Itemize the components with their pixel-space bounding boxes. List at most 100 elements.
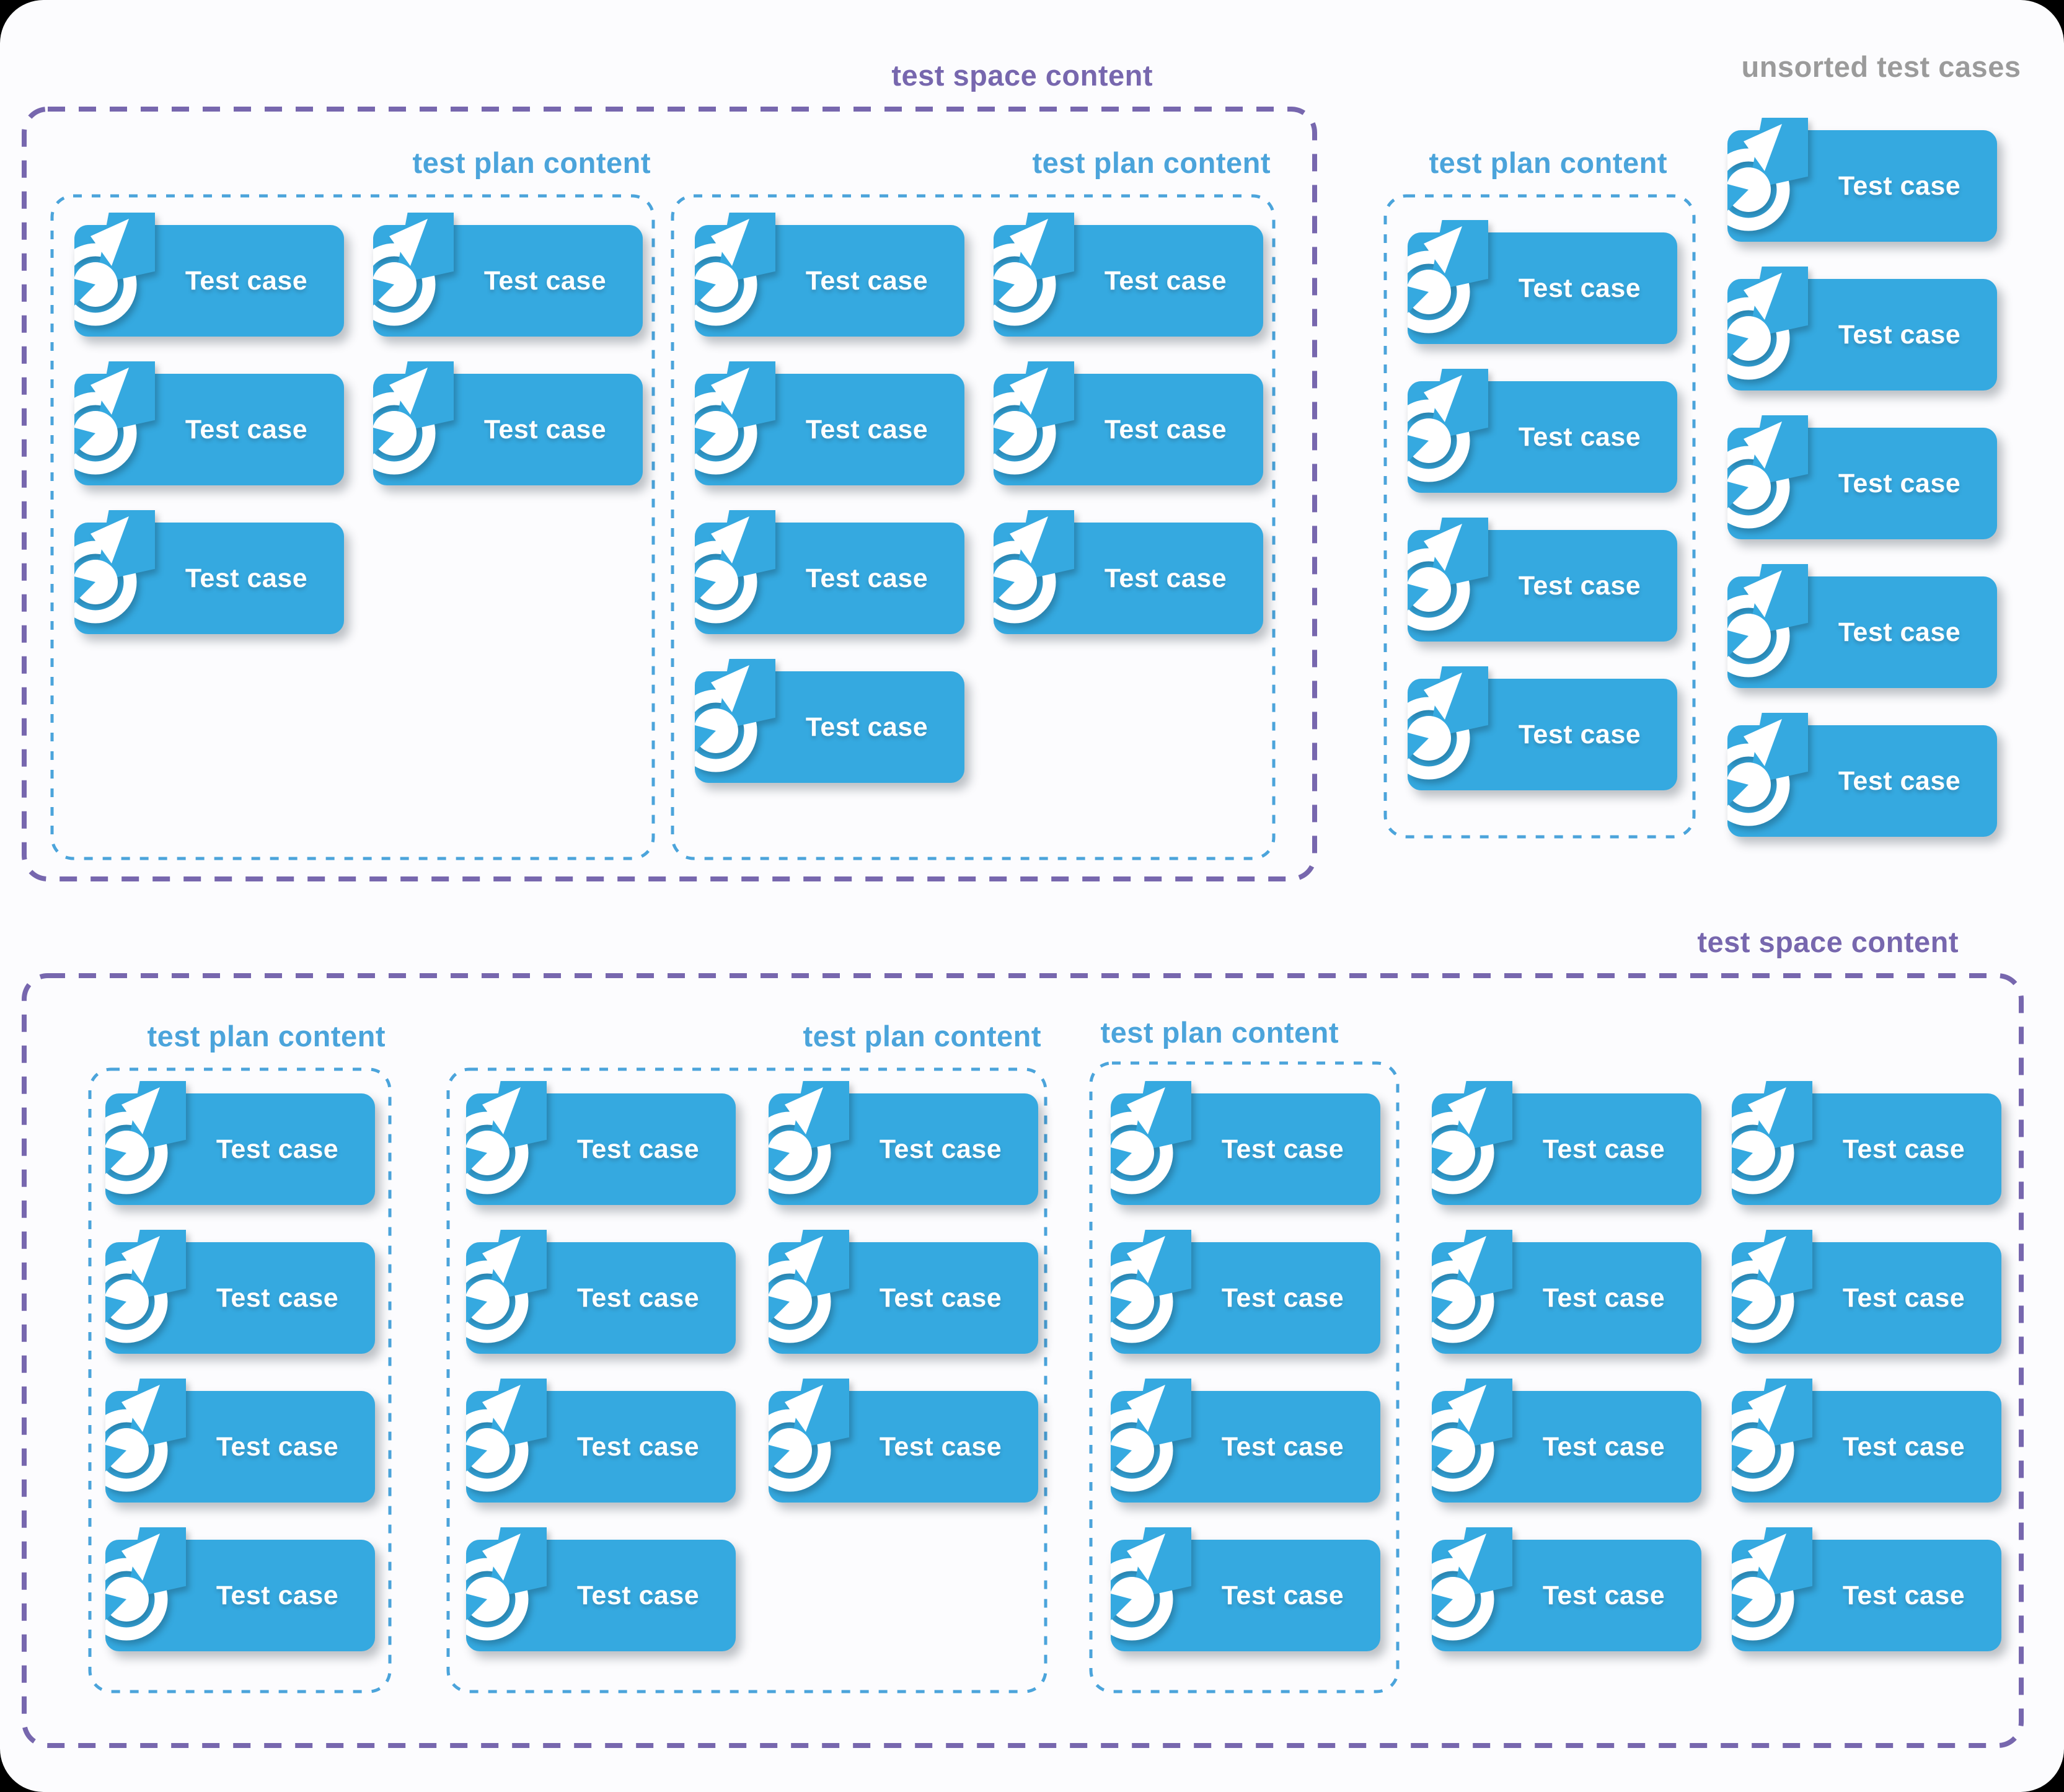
card-column-plan-b-1: Test case Test case [695,213,964,783]
card-column-standalone-plan: Test case Test case [1408,220,1677,790]
stopwatch-retest-icon [74,510,155,624]
card-column-plan-b-2: Test case Test case [994,213,1263,634]
top-plan-a-border [50,194,655,860]
unsorted-test-cases-label: unsorted test cases [1741,50,2021,83]
card-column-plan-c: Test case Test case [105,1081,375,1651]
stopwatch-retest-icon [373,361,454,475]
test-case-label: Test case [879,1282,1002,1313]
stopwatch-retest-icon [1432,1527,1512,1641]
test-case-card: Test case [1727,713,1997,837]
stopwatch-retest-icon [1732,1527,1812,1641]
test-case-label: Test case [216,1580,339,1610]
stopwatch-retest-icon [1727,118,1808,231]
card-column-unsorted: Test case Test case [1727,118,1997,837]
test-case-label: Test case [1842,1282,1965,1313]
test-case-card: Test case [1408,369,1677,493]
test-case-card: Test case [1111,1527,1380,1651]
card-column-plan-d-2: Test case Test case [769,1081,1038,1503]
bottom-plan-d-label: test plan content [803,1020,1041,1053]
card-column-plan-e: Test case Test case [1111,1081,1380,1651]
test-case-card: Test case [1111,1379,1380,1503]
test-case-label: Test case [1518,273,1641,303]
test-case-card: Test case [1408,518,1677,642]
test-case-card: Test case [1727,564,1997,688]
test-case-card: Test case [1727,267,1997,391]
stopwatch-retest-icon [695,213,775,326]
stopwatch-retest-icon [1111,1379,1191,1492]
stopwatch-retest-icon [105,1379,186,1492]
test-case-label: Test case [1221,1134,1344,1164]
test-case-card: Test case [466,1527,736,1651]
stopwatch-retest-icon [105,1230,186,1343]
test-case-label: Test case [1838,170,1961,201]
test-case-card: Test case [105,1527,375,1651]
test-case-label: Test case [1104,563,1227,593]
card-column-space-loose-1: Test case Test case [1432,1081,1701,1651]
test-case-card: Test case [695,213,964,337]
stopwatch-retest-icon [1432,1081,1512,1194]
test-case-card: Test case [105,1081,375,1205]
test-case-card: Test case [1727,118,1997,242]
stopwatch-retest-icon [1727,415,1808,529]
stopwatch-retest-icon [994,213,1074,326]
card-column-plan-d-1: Test case Test case [466,1081,736,1651]
stopwatch-retest-icon [466,1081,547,1194]
top-plan-a-label: test plan content [412,146,651,179]
standalone-plan-label: test plan content [1429,146,1667,179]
test-case-label: Test case [576,1134,700,1164]
stopwatch-retest-icon [695,361,775,475]
test-case-card: Test case [695,510,964,634]
stopwatch-retest-icon [105,1081,186,1194]
test-case-label: Test case [483,414,607,444]
test-case-label: Test case [879,1134,1002,1164]
test-case-label: Test case [879,1431,1002,1462]
stopwatch-retest-icon [1732,1230,1812,1343]
top-plan-b-label: test plan content [1032,146,1271,179]
card-column-plan-a-1: Test case Test case [74,213,344,634]
test-case-card: Test case [769,1379,1038,1503]
test-case-label: Test case [805,265,928,296]
stopwatch-retest-icon [695,659,775,772]
test-case-card: Test case [1111,1230,1380,1354]
test-case-card: Test case [1732,1230,2001,1354]
stopwatch-retest-icon [373,213,454,326]
test-case-label: Test case [805,563,928,593]
test-case-label: Test case [1104,265,1227,296]
test-case-card: Test case [1432,1527,1701,1651]
stopwatch-retest-icon [1408,666,1488,780]
test-case-card: Test case [1732,1081,2001,1205]
test-case-card: Test case [769,1081,1038,1205]
test-case-card: Test case [1408,666,1677,790]
stopwatch-retest-icon [1432,1379,1512,1492]
test-case-card: Test case [994,510,1263,634]
test-case-label: Test case [185,265,308,296]
test-case-card: Test case [74,361,344,485]
test-case-label: Test case [1221,1580,1344,1610]
stopwatch-retest-icon [1111,1230,1191,1343]
stopwatch-retest-icon [466,1527,547,1641]
test-case-card: Test case [1408,220,1677,344]
test-case-label: Test case [1838,766,1961,796]
bottom-plan-c-border [88,1067,392,1693]
bottom-plan-e-border [1089,1061,1400,1693]
bottom-test-space-border [22,973,2024,1748]
test-case-label: Test case [1542,1431,1665,1462]
test-case-card: Test case [1727,415,1997,539]
test-case-label: Test case [1542,1134,1665,1164]
top-plan-b-border [671,194,1276,860]
stopwatch-retest-icon [1111,1081,1191,1194]
stopwatch-retest-icon [994,510,1074,624]
test-case-label: Test case [216,1134,339,1164]
test-case-card: Test case [994,213,1263,337]
test-case-card: Test case [1732,1379,2001,1503]
test-case-card: Test case [373,213,643,337]
stopwatch-retest-icon [695,510,775,624]
stopwatch-retest-icon [769,1230,849,1343]
stopwatch-retest-icon [74,361,155,475]
test-case-label: Test case [576,1282,700,1313]
stopwatch-retest-icon [1432,1230,1512,1343]
stopwatch-retest-icon [466,1230,547,1343]
test-case-card: Test case [1432,1230,1701,1354]
test-case-label: Test case [1518,422,1641,452]
